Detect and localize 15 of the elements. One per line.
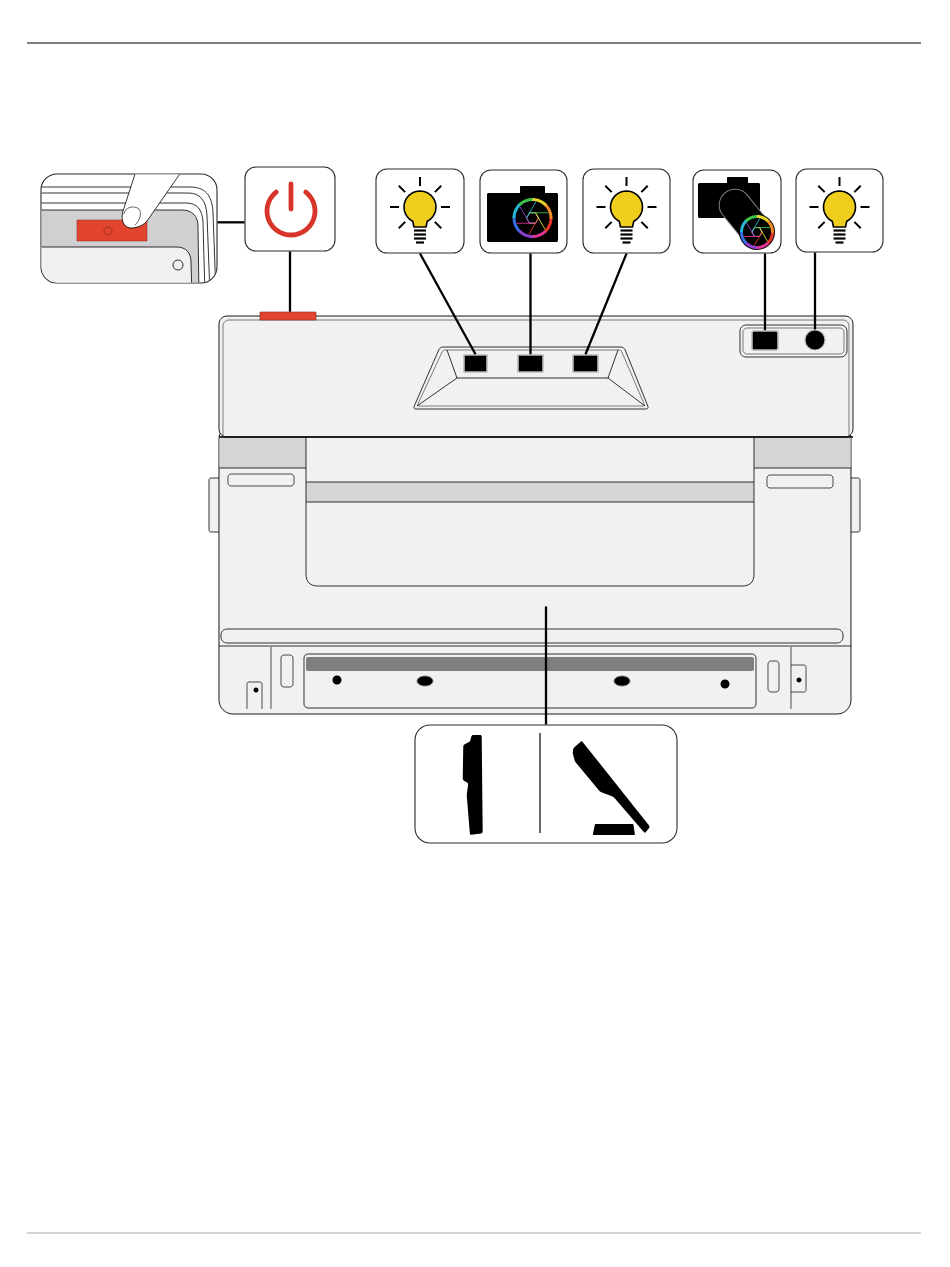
- button-press-drawing: [40, 173, 218, 284]
- lamp: [804, 329, 826, 351]
- leader-line: [584, 253, 628, 355]
- power-button: [259, 311, 317, 321]
- lamp-window: [572, 354, 599, 373]
- leader-line: [419, 253, 477, 355]
- leader-line: [288, 251, 292, 312]
- leader-line: [763, 253, 767, 331]
- lamp-window: [463, 354, 488, 373]
- leader-line: [813, 252, 817, 330]
- leader-line: [529, 253, 532, 355]
- leader-line: [217, 221, 245, 224]
- leader-line: [544, 606, 548, 725]
- camera-window: [751, 330, 779, 351]
- camera-window: [517, 354, 544, 373]
